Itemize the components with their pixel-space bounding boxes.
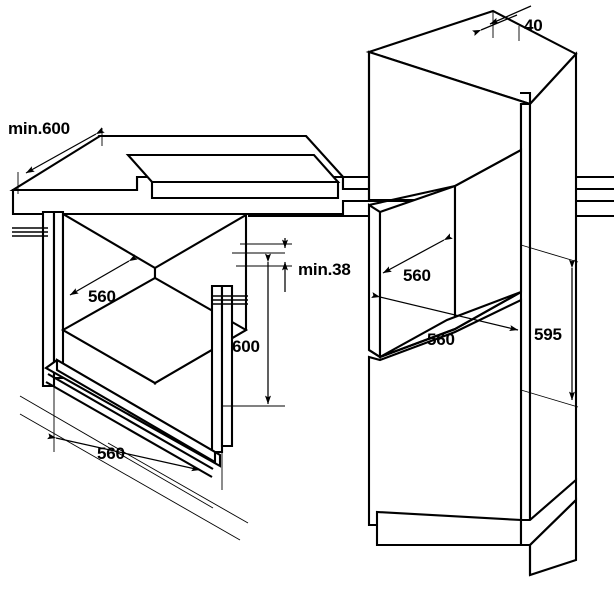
- left-panel-hatch-marks: [12, 227, 48, 237]
- left-width-560-dimension-line: [47, 433, 201, 472]
- worktop-cutout-aperture: [125, 153, 341, 184]
- right-cabinet-side-panel-inner: [210, 284, 224, 454]
- left-view-group: min.600 560 600 min.38 560: [8, 119, 614, 541]
- dimension-label-left-width-560: 560: [97, 444, 125, 463]
- right-depth-560-dimension-line: [382, 233, 453, 274]
- dimension-label-min600: min.600: [8, 119, 70, 138]
- tall-unit-right-side-face: [528, 51, 578, 523]
- dimension-label-min38: min.38: [298, 260, 351, 279]
- dim40-dimension-line-right: [472, 14, 518, 36]
- dim595-extension-bottom: [520, 389, 579, 408]
- right-width-560-dimension-line: [371, 292, 519, 331]
- left-cabinet-side-panel-outer: [41, 210, 56, 388]
- dim40-dimension-line-left: [489, 5, 532, 25]
- dimension-label-right-top-40: 40: [524, 16, 543, 35]
- dimension-label-left-depth-560: 560: [88, 287, 116, 306]
- dimension-label-right-height-595: 595: [534, 325, 562, 344]
- tall-unit-top-notch: [520, 91, 532, 104]
- niche-right-top-edge: [368, 149, 522, 207]
- niche-floor: [60, 276, 249, 385]
- tall-unit-lower-front-panel: [367, 298, 523, 527]
- right-view-group: 40 560 560 595: [365, 5, 579, 577]
- dimension-label-right-depth-560: 560: [403, 266, 431, 285]
- dimension-label-left-height-600: 600: [232, 337, 260, 356]
- dimension-label-right-width-560: 560: [427, 330, 455, 349]
- right-cabinet-side-panel-outer: [220, 284, 234, 448]
- niche-right-left-jamb: [367, 203, 382, 359]
- tall-unit-right-side-band: [519, 102, 532, 522]
- right-panel-hatch-marks: [212, 295, 248, 305]
- min600-dimension-line: [25, 127, 105, 174]
- worktop-cutout-inner-face: [150, 180, 340, 200]
- dim595-extension-top: [520, 244, 579, 263]
- left-cabinet-side-panel-inner: [52, 210, 65, 380]
- left-depth-560-dimension-line: [69, 254, 138, 296]
